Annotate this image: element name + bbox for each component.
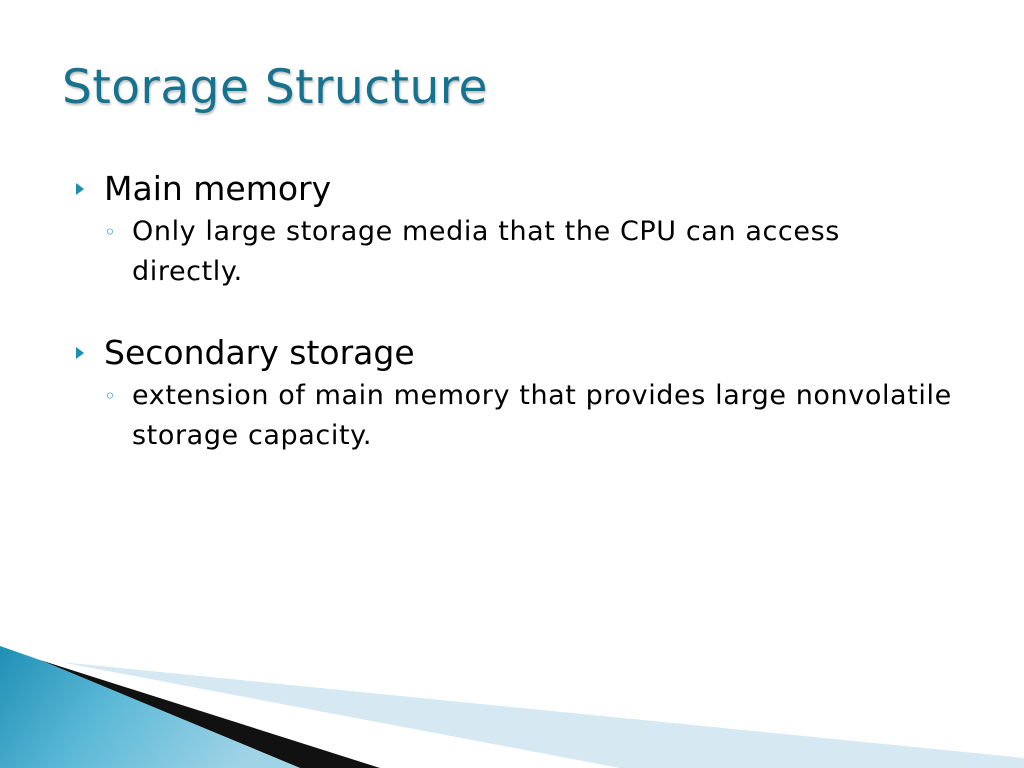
triangle-right-icon xyxy=(76,347,84,359)
ring-bullet-icon: ◦ xyxy=(104,220,117,244)
teal-swoosh-band xyxy=(0,646,300,768)
triangle-right-icon xyxy=(76,183,84,195)
bullet-level1: Main memory xyxy=(76,166,956,212)
bullet-item: Secondary storage ◦ extension of main me… xyxy=(76,330,956,456)
bullet-text: Main memory xyxy=(104,169,332,208)
ring-bullet-icon: ◦ xyxy=(104,384,117,408)
sub-bullet-text: extension of main memory that provides l… xyxy=(132,380,952,451)
bullet-level1: Secondary storage xyxy=(76,330,956,376)
slide-title: Storage Structure xyxy=(62,60,488,115)
bullet-item: Main memory ◦ Only large storage media t… xyxy=(76,166,956,292)
light-swoosh-band xyxy=(60,662,1024,768)
sub-bullet: ◦ Only large storage media that the CPU … xyxy=(104,212,956,292)
bullet-text: Secondary storage xyxy=(104,333,415,372)
sub-bullet-text: Only large storage media that the CPU ca… xyxy=(132,216,840,287)
decorative-swoosh xyxy=(0,646,1024,768)
dark-swoosh-band xyxy=(40,660,380,768)
bullet-list: Main memory ◦ Only large storage media t… xyxy=(76,166,956,456)
sub-bullet: ◦ extension of main memory that provides… xyxy=(104,376,956,456)
